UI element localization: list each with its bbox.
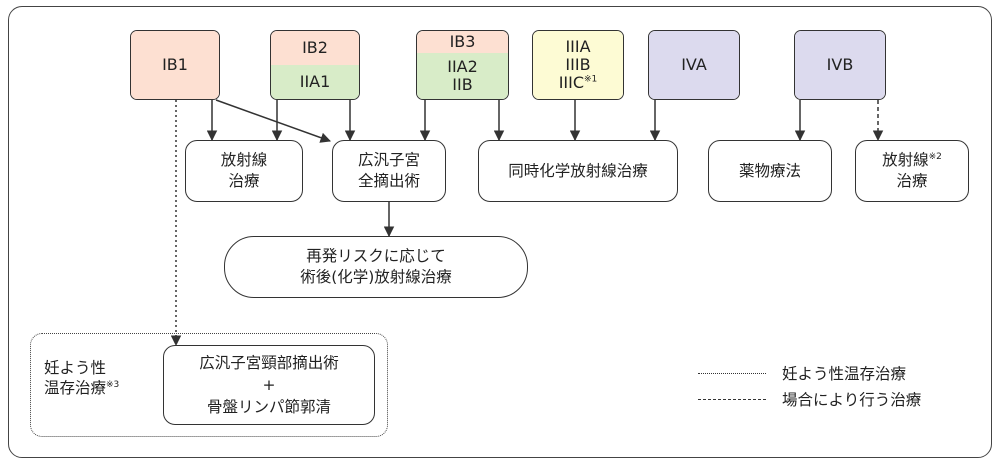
- palliative-radiation-text: 放射線: [882, 151, 929, 169]
- stage-ib3-label: IB3: [417, 31, 508, 53]
- treatment-ccrt: 同時化学放射線治療: [478, 140, 678, 202]
- palliative-radiation-line-2: 治療: [896, 172, 928, 190]
- trachelectomy-line-3: 骨盤リンパ節郭清: [206, 398, 331, 416]
- treatment-drug-therapy: 薬物療法: [708, 140, 832, 202]
- stage-ib2-label: IB2: [271, 31, 359, 65]
- radiotherapy-line-1: 放射線: [220, 151, 268, 169]
- stage-iiia-label: IIIA: [565, 37, 591, 56]
- palliative-radiation-line-1: 放射線※2: [882, 150, 942, 171]
- radiotherapy-line-2: 治療: [228, 172, 260, 190]
- fertility-line-1: 妊よう性: [44, 359, 107, 377]
- stage-iiib-label: IIIB: [565, 55, 591, 74]
- stage-iva: IVA: [648, 30, 740, 100]
- note-3-marker: ※3: [106, 379, 120, 390]
- stage-ivb-label: IVB: [795, 31, 885, 99]
- stage-iiic-label: IIIC: [558, 73, 585, 92]
- treatment-radical-hysterectomy: 広汎子宮 全摘出術: [332, 140, 446, 202]
- adjuvant-line-1: 再発リスクに応じて: [306, 247, 446, 265]
- diagram-frame: [8, 6, 992, 458]
- stage-ib1: IB1: [130, 30, 220, 100]
- stage-iii: IIIA IIIB IIIC※1: [532, 30, 624, 100]
- treatment-adjuvant: 再発リスクに応じて 術後(化学)放射線治療: [224, 236, 528, 298]
- legend-dotted-line: [698, 372, 766, 374]
- treatment-palliative-radiation: 放射線※2 治療: [855, 140, 969, 202]
- legend-row-dashed: 場合により行う治療: [698, 386, 921, 412]
- stage-iia1-label: IIA1: [271, 65, 359, 99]
- stage-ib3-iia2-iib: IB3 IIA2 IIB: [416, 30, 509, 100]
- stage-iib-label: IIB: [452, 75, 473, 94]
- hysterectomy-line-2: 全摘出術: [357, 172, 420, 190]
- note-2-marker: ※2: [928, 151, 942, 162]
- note-1-marker: ※1: [584, 74, 598, 85]
- adjuvant-line-2: 術後(化学)放射線治療: [300, 268, 452, 286]
- fertility-line-2-text: 温存治療: [44, 379, 107, 397]
- stage-iva-label: IVA: [649, 31, 739, 99]
- stage-ib2-iia1: IB2 IIA1: [270, 30, 360, 100]
- fertility-line-2: 温存治療※3: [44, 378, 119, 398]
- legend: 妊よう性温存治療 場合により行う治療: [698, 360, 921, 412]
- legend-row-dotted: 妊よう性温存治療: [698, 360, 921, 386]
- stage-ib1-label: IB1: [131, 31, 219, 99]
- stage-iia2-iib-block: IIA2 IIB: [417, 53, 508, 99]
- treatment-trachelectomy: 広汎子宮頸部摘出術 + 骨盤リンパ節郭清: [163, 345, 375, 425]
- trachelectomy-line-1: 広汎子宮頸部摘出術: [199, 354, 339, 372]
- ccrt-label: 同時化学放射線治療: [508, 161, 648, 180]
- legend-dashed-label: 場合により行う治療: [782, 391, 922, 409]
- stage-iii-block: IIIA IIIB IIIC※1: [533, 31, 623, 99]
- fertility-sparing-area: [30, 333, 388, 437]
- stage-ivb: IVB: [794, 30, 886, 100]
- legend-dashed-line: [698, 398, 766, 400]
- stage-iia2-label: IIA2: [447, 57, 478, 76]
- treatment-radiotherapy: 放射線 治療: [185, 140, 303, 202]
- hysterectomy-line-1: 広汎子宮: [357, 151, 420, 169]
- fertility-sparing-label: 妊よう性 温存治療※3: [44, 358, 119, 398]
- arrow-ib1-hysterectomy: [215, 99, 331, 143]
- legend-dotted-label: 妊よう性温存治療: [782, 365, 907, 383]
- trachelectomy-plus: +: [262, 376, 276, 394]
- stage-iiic-row: IIIC※1: [559, 74, 598, 92]
- drug-therapy-label: 薬物療法: [738, 161, 801, 180]
